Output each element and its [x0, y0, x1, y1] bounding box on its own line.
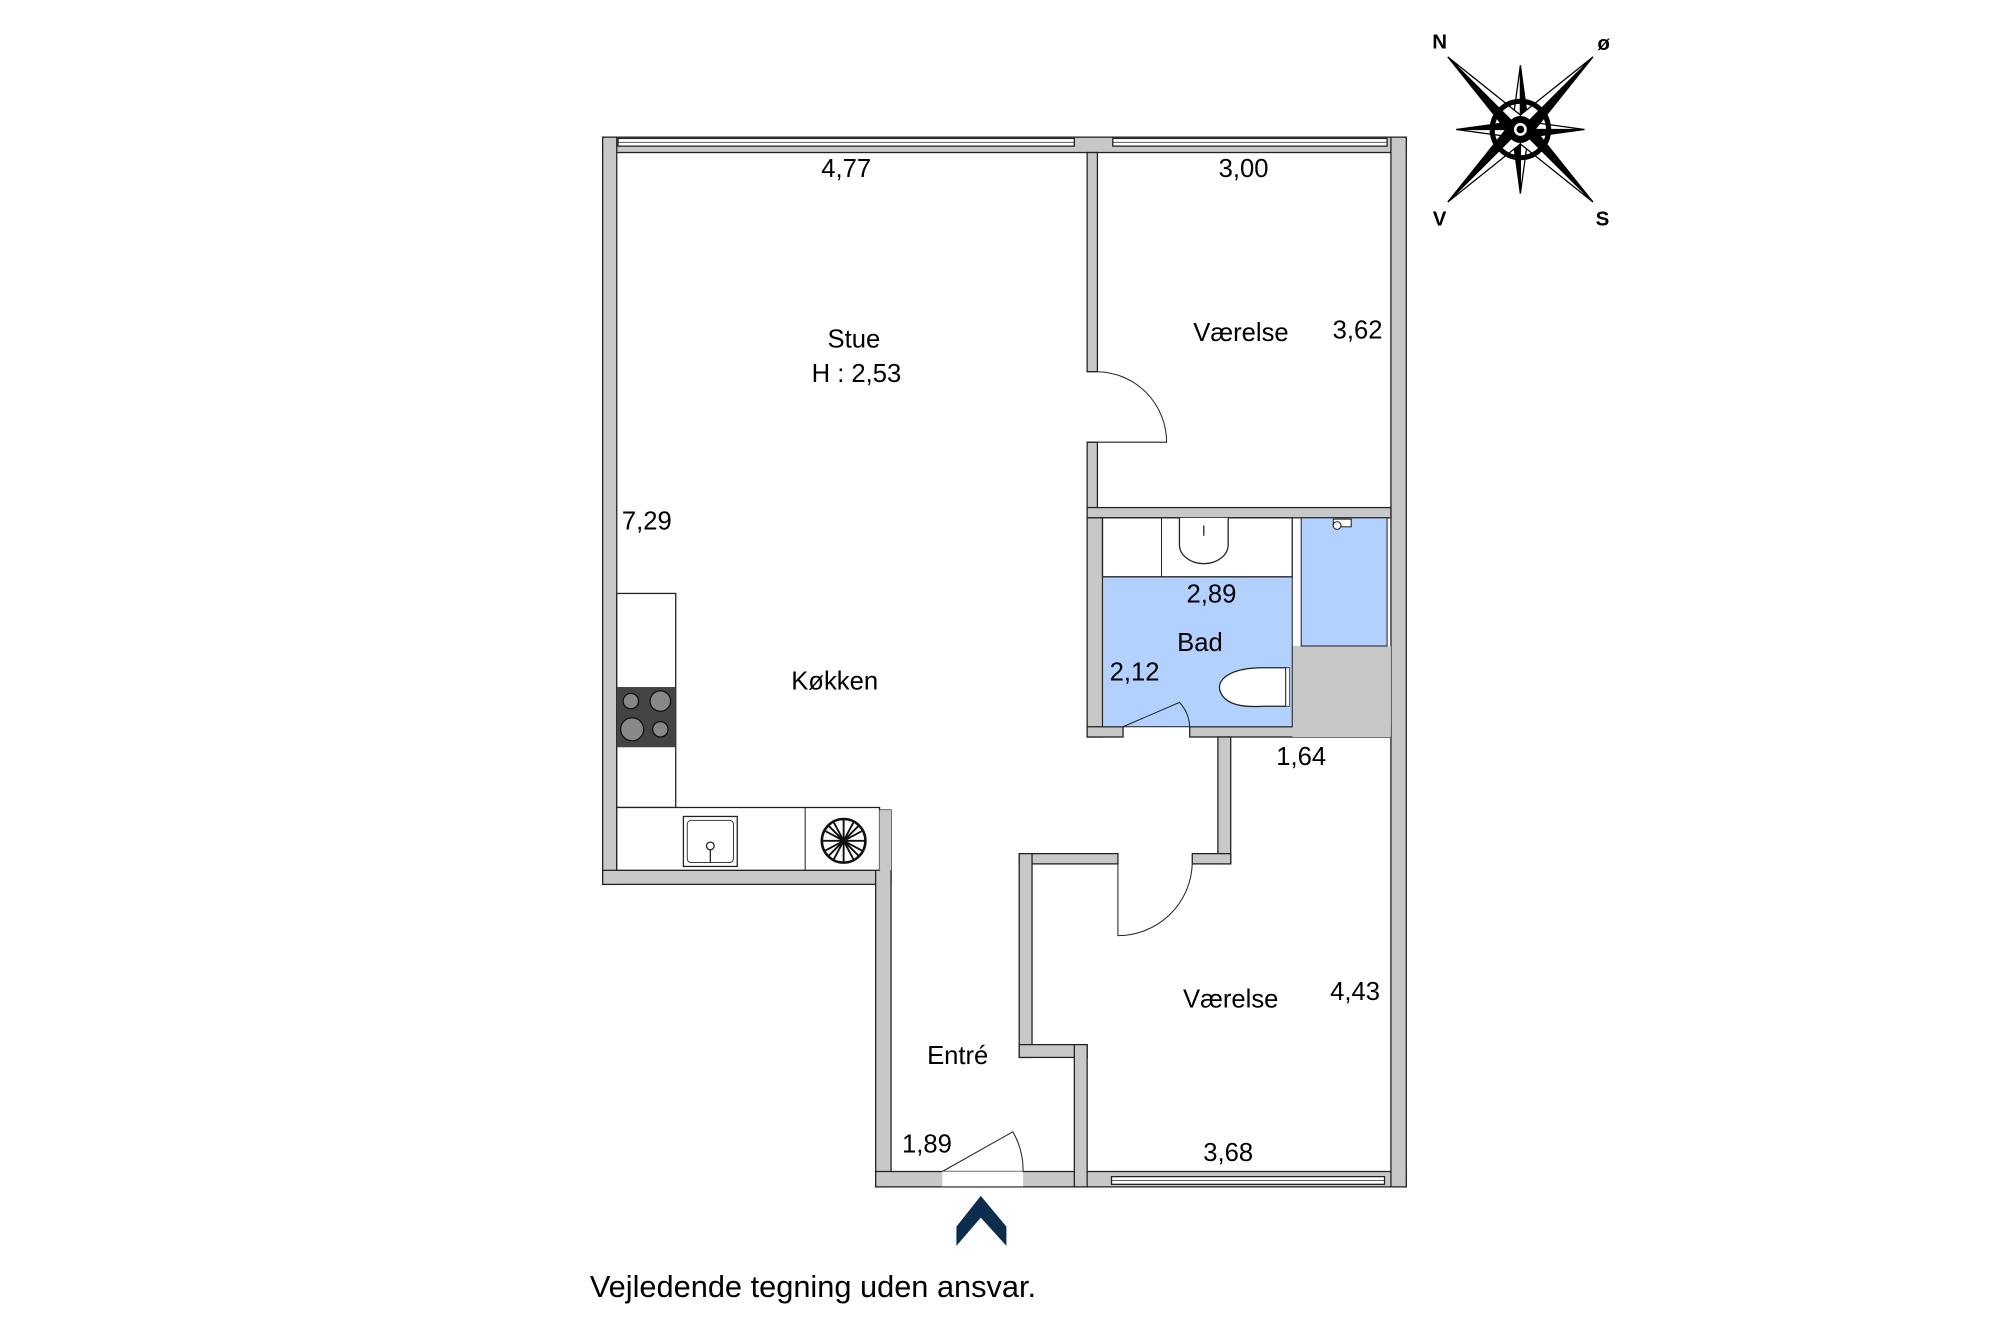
stove-icon — [616, 687, 676, 748]
bad-length-dim: 2,12 — [1110, 659, 1160, 687]
doors — [942, 371, 1193, 1188]
bad-name: Bad — [1177, 629, 1223, 657]
entre-name: Entré — [927, 1042, 988, 1070]
vaerelse1-width-dim: 3,00 — [1219, 155, 1269, 183]
sink-icon — [682, 815, 738, 868]
entre-width-dim: 1,89 — [902, 1130, 952, 1158]
stue-width-dim: 4,77 — [821, 155, 871, 183]
compass-s: S — [1596, 208, 1610, 231]
compass-w: V — [1433, 208, 1447, 231]
washbasin-icon — [1178, 517, 1229, 565]
vaerelse1-door-swing — [1087, 371, 1168, 443]
compass-n: N — [1432, 31, 1447, 54]
koekken-name: Køkken — [791, 668, 878, 696]
compass-rose-icon — [1447, 56, 1594, 203]
toilet-icon — [1218, 667, 1287, 708]
stue-length-dim: 7,29 — [622, 507, 672, 535]
vaerelse2-width-dim: 3,68 — [1203, 1139, 1253, 1167]
stue-name: Stue — [828, 325, 881, 353]
vaerelse1-length-dim: 3,62 — [1333, 316, 1383, 344]
entrance-arrow-icon — [956, 1195, 1007, 1246]
entrance-door-swing — [942, 1131, 1024, 1172]
vaerelse2-name: Værelse — [1183, 985, 1278, 1013]
compass-e: ø — [1597, 32, 1610, 55]
stue-height: H : 2,53 — [812, 360, 902, 388]
vaerelse1-name: Værelse — [1193, 319, 1288, 347]
windows — [617, 137, 1388, 1185]
kitchen-counter — [616, 592, 892, 871]
vaerelse2-door-swing — [1117, 863, 1193, 937]
bath-door-swing — [1122, 701, 1191, 728]
disclaimer: Vejledende tegning uden ansvar. — [590, 1269, 1036, 1304]
vaerelse2-length-dim: 4,43 — [1330, 978, 1380, 1006]
vaerelse2-top-dim: 1,64 — [1276, 743, 1326, 771]
bathroom — [1101, 517, 1388, 728]
room-labels: 4,77 Stue H : 2,53 7,29 3,00 Værelse 3,6… — [622, 155, 1383, 1167]
bad-width-dim: 2,89 — [1187, 580, 1237, 608]
fan-icon — [820, 817, 867, 864]
shower-head-icon — [1332, 518, 1352, 530]
